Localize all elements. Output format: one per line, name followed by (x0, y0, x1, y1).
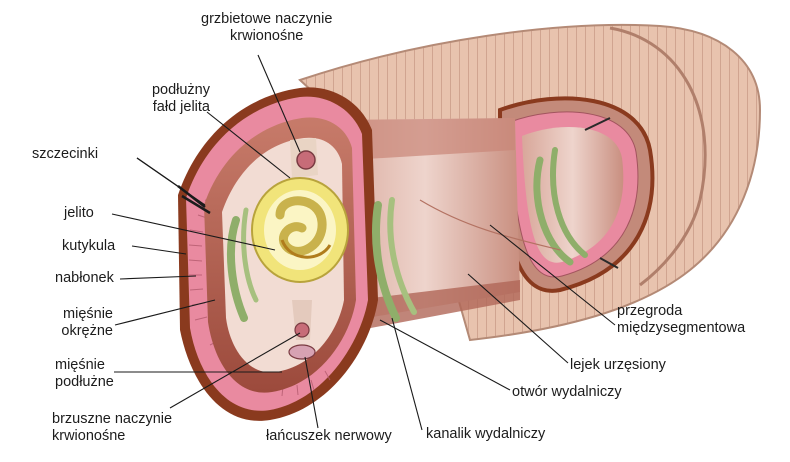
label-setae: szczecinki (32, 146, 98, 163)
label-epidermis: nabłonek (55, 270, 114, 287)
label-intersegmental-septum-line2: międzysegmentowa (617, 320, 745, 337)
nerve-cord (289, 345, 315, 359)
label-ventral-blood-vessel: brzuszne naczynie krwionośne (52, 411, 172, 445)
label-nephrostome: lejek urzęsiony (570, 357, 666, 374)
label-cuticle: kutykula (62, 238, 115, 255)
dorsal-vessel (297, 151, 315, 169)
label-longitudinal-gut-fold-line1: podłużny (128, 82, 210, 99)
label-dorsal-blood-vessel-line1: grzbietowe naczynie (201, 11, 332, 28)
label-ventral-blood-vessel-line1: brzuszne naczynie (52, 411, 172, 428)
label-longitudinal-gut-fold-line2: fałd jelita (128, 99, 210, 116)
label-circular-muscles-line1: mięśnie (20, 306, 113, 323)
label-circular-muscles-line2: okrężne (20, 323, 113, 340)
label-intersegmental-septum-line1: przegroda (617, 303, 745, 320)
label-longitudinal-gut-fold: podłużny fałd jelita (128, 82, 210, 116)
label-longitudinal-muscles-line1: mięśnie (55, 357, 114, 374)
label-longitudinal-muscles-line2: podłużne (55, 374, 114, 391)
intestine (252, 178, 348, 282)
label-intersegmental-septum: przegroda międzysegmentowa (617, 303, 745, 337)
label-intestine: jelito (64, 205, 94, 222)
label-ventral-blood-vessel-line2: krwionośne (52, 428, 172, 445)
label-longitudinal-muscles: mięśnie podłużne (55, 357, 114, 391)
label-circular-muscles: mięśnie okrężne (20, 306, 113, 340)
label-excretory-pore: otwór wydalniczy (512, 384, 622, 401)
label-nephridial-tubule: kanalik wydalniczy (426, 426, 545, 443)
label-dorsal-blood-vessel: grzbietowe naczynie krwionośne (201, 11, 332, 45)
label-dorsal-blood-vessel-line2: krwionośne (201, 28, 332, 45)
label-nerve-cord: łańcuszek nerwowy (266, 428, 392, 445)
